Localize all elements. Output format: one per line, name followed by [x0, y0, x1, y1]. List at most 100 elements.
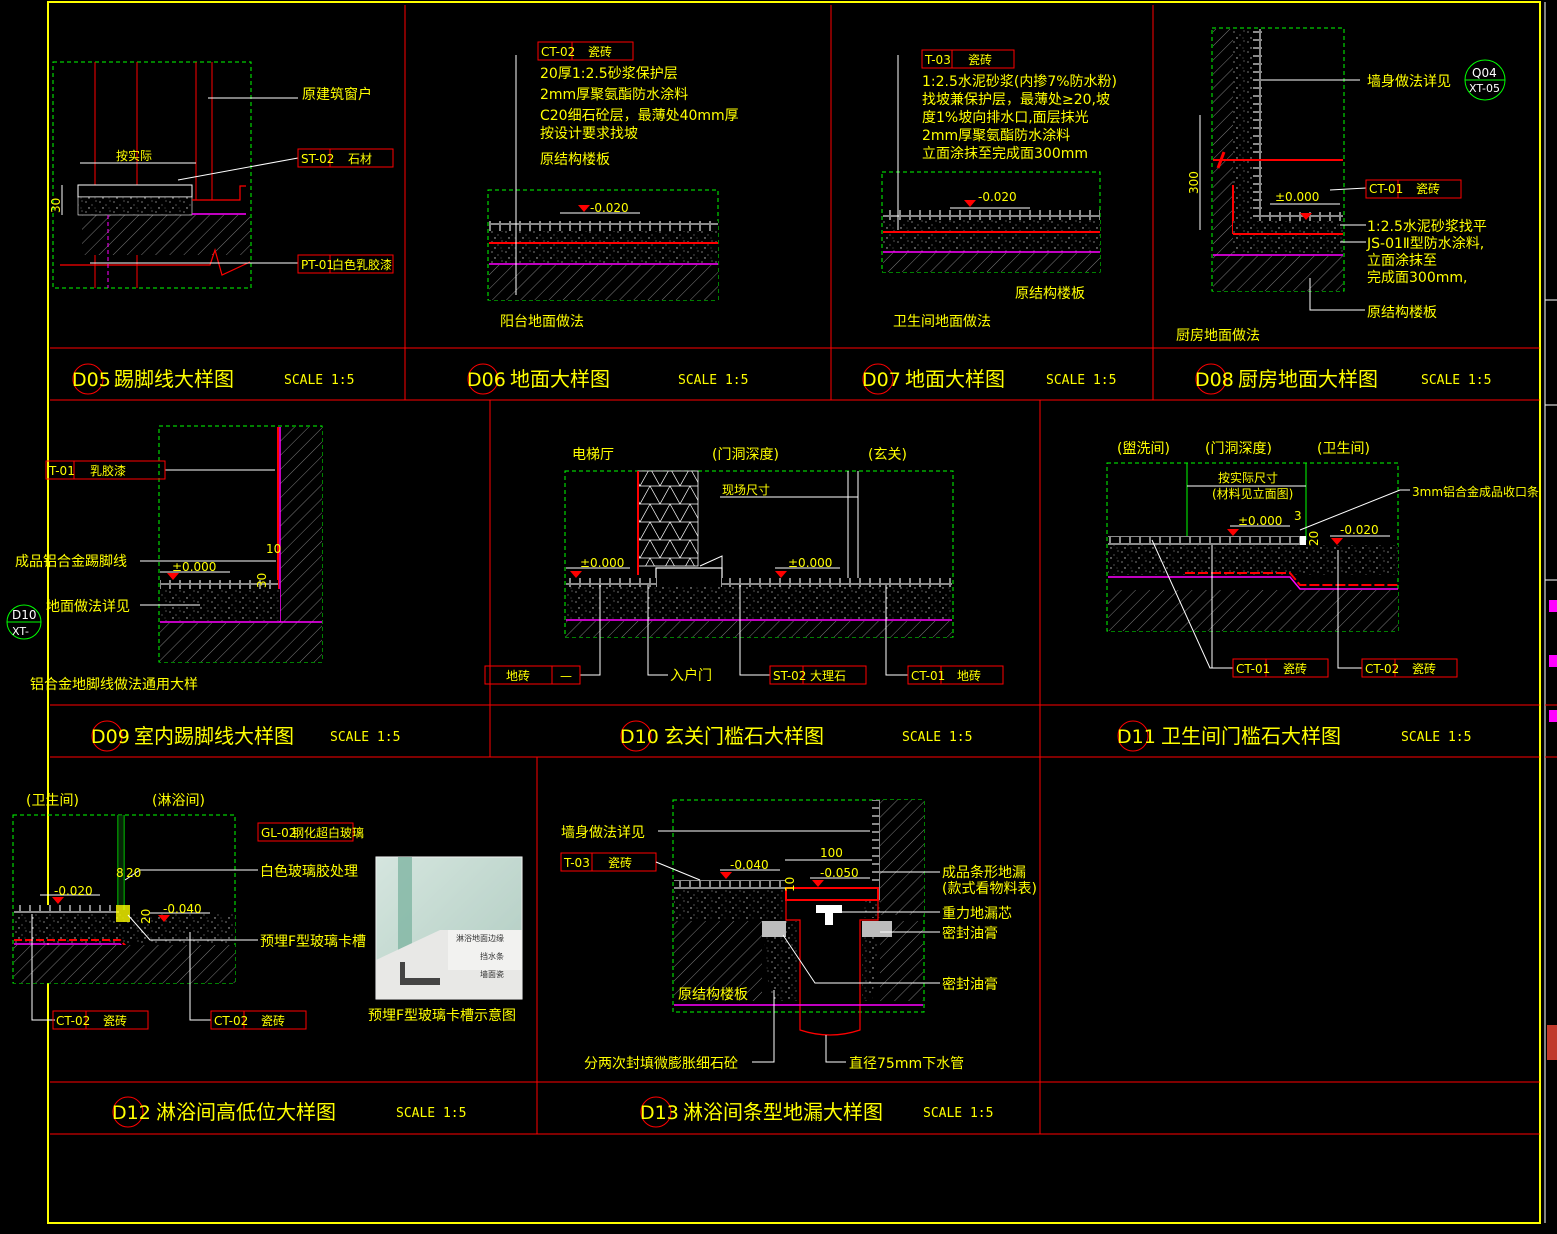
pt-code: PT-01 — [301, 258, 334, 272]
lobby-label: 电梯厅 — [572, 447, 614, 463]
panel-scale: SCALE 1:5 — [330, 730, 400, 745]
slab-label: 原结构楼板 — [678, 987, 748, 1003]
panel-title: 淋浴间条型地漏大样图 — [683, 1100, 883, 1124]
layer-5: 原结构楼板 — [540, 152, 610, 168]
detail-d05: 按实际 30 原建筑窗户 ST-02 石材 PT-01 白色乳胶漆 — [49, 61, 394, 289]
panel-title: 玄关门槛石大样图 — [664, 724, 824, 748]
layer-1: 1:2.5水泥砂浆找平 — [1367, 219, 1487, 235]
ct2-name: 瓷砖 — [1412, 661, 1436, 676]
title-d08: D08 厨房地面大样图 SCALE 1:5 — [1195, 363, 1491, 395]
dim-30: 30 — [255, 573, 269, 588]
st-code: ST-02 — [773, 669, 806, 683]
dim-3: 3 — [1294, 509, 1302, 523]
ct-name: 瓷砖 — [1416, 181, 1440, 196]
caption: 厨房地面做法 — [1176, 328, 1260, 344]
layer-5: 立面涂抹至完成面300mm — [922, 146, 1088, 162]
foyer-label: (玄关) — [868, 446, 907, 463]
wall-label: 墙身做法详见 — [1367, 74, 1451, 90]
layer-4: 2mm厚聚氨酯防水涂料 — [922, 128, 1070, 144]
t-name: 瓷砖 — [608, 855, 632, 870]
panel-title: 室内踢脚线大样图 — [134, 724, 294, 748]
dim-300: 300 — [1187, 171, 1201, 194]
ref-top: Q04 — [1472, 66, 1497, 80]
pipe-label: 直径75mm下水管 — [849, 1055, 964, 1072]
title-d09: D09 室内踢脚线大样图 SCALE 1:5 — [91, 720, 400, 752]
floor-label: 地面做法详见 — [46, 599, 130, 615]
slab-label: 原结构楼板 — [1367, 305, 1437, 321]
panel-code: D09 — [91, 726, 130, 748]
title-d07: D07 地面大样图 SCALE 1:5 — [862, 363, 1116, 395]
by-actual-label: 按实际 — [116, 148, 152, 163]
level-1: ±0.000 — [580, 556, 624, 570]
wc-label: (卫生间) — [26, 793, 79, 809]
ct-code: CT-02 — [541, 45, 575, 59]
depth-label: (门洞深度) — [712, 447, 779, 463]
panel-title: 地面大样图 — [905, 367, 1005, 391]
caption: 阳台地面做法 — [500, 314, 584, 330]
dim-20: 20 — [1307, 531, 1321, 546]
level-2: -0.020 — [1340, 523, 1379, 537]
title-d12: D12 淋浴间高低位大样图 SCALE 1:5 — [112, 1096, 466, 1128]
st-name: 石材 — [348, 152, 372, 166]
photo-label-3: 墙面瓷 — [480, 969, 504, 979]
level-2: -0.050 — [820, 866, 859, 880]
ct1-name: 瓷砖 — [1283, 661, 1307, 676]
level-label: -0.020 — [590, 201, 629, 215]
photo-label-2: 挡水条 — [480, 951, 504, 961]
gl-name: 钢化超白玻璃 — [292, 825, 364, 840]
panel-scale: SCALE 1:5 — [284, 373, 354, 388]
ref-top: D10 — [12, 608, 37, 622]
seal-label-2: 密封油膏 — [942, 976, 998, 993]
title-d13: D13 淋浴间条型地漏大样图 SCALE 1:5 — [640, 1096, 993, 1128]
dim-10: 10 — [783, 877, 797, 892]
dim-20a: 20 — [126, 866, 141, 880]
seal-label-1: 密封油膏 — [942, 925, 998, 942]
panel-title: 淋浴间高低位大样图 — [156, 1100, 336, 1124]
strip-label: 3mm铝合金成品收口条 — [1412, 484, 1539, 499]
wash-label: (盥洗间) — [1117, 441, 1170, 457]
window-label: 原建筑窗户 — [302, 86, 372, 103]
photo-label-1: 淋浴地面边缘 — [456, 933, 504, 943]
detail-d12: (卫生间) (淋浴间) GL-02 钢化超白玻璃 白色玻璃胶处理 预埋F型玻璃卡… — [12, 793, 366, 1030]
core-label: 重力地漏芯 — [942, 906, 1012, 922]
layer-2: 找坡兼保护层，最薄处≥20,坡 — [922, 92, 1110, 108]
detail-d10: 现场尺寸 电梯厅 (门洞深度) (玄关) ±0.000 ±0.000 地砖 — … — [484, 446, 1004, 685]
panel-code: D12 — [112, 1102, 151, 1124]
layer-3: C20细石砼层，最薄处40mm厚 — [540, 108, 739, 124]
slab-label: 原结构楼板 — [1015, 286, 1085, 302]
detail-d06: -0.020 CT-02 瓷砖 20厚1:2.5砂浆保护层 2mm厚聚氨酯防水涂… — [487, 41, 739, 330]
caption: 铝合金地脚线做法通用大样 — [30, 677, 198, 693]
gl-code: GL-02 — [261, 826, 296, 840]
ct-code: CT-01 — [1369, 182, 1403, 196]
layer-4: 按设计要求找坡 — [540, 126, 638, 142]
t-code: T-03 — [924, 53, 951, 67]
ct2-code: CT-02 — [214, 1014, 248, 1028]
panel-title: 地面大样图 — [510, 367, 610, 391]
dim-20b: 20 — [139, 909, 153, 924]
detail-d08: 300 墙身做法详见 Q04 XT-05 ±0.000 CT-01 瓷砖 1:2… — [1176, 27, 1506, 344]
ref-bottom: XT-05 — [1469, 82, 1500, 95]
t-code: T-01 — [48, 464, 75, 478]
layer-3: 度1%坡向排水口,面层抹光 — [922, 110, 1089, 126]
level-1: ±0.000 — [1238, 514, 1282, 528]
dim-100: 100 — [820, 846, 843, 860]
ct2-code: CT-02 — [1365, 662, 1399, 676]
ct-code: CT-01 — [911, 669, 945, 683]
caption: 卫生间地面做法 — [893, 314, 991, 330]
panel-scale: SCALE 1:5 — [1046, 373, 1116, 388]
dim-8: 8 — [116, 866, 124, 880]
ct2-name: 瓷砖 — [261, 1013, 285, 1028]
fill-label: 分两次封填微膨胀细石砼 — [584, 1055, 738, 1072]
layer-4: 完成面300mm, — [1367, 270, 1467, 286]
panel-code: D11 — [1117, 726, 1156, 748]
dim-30: 30 — [49, 198, 63, 213]
panel-scale: SCALE 1:5 — [396, 1106, 466, 1121]
panel-scale: SCALE 1:5 — [1421, 373, 1491, 388]
panel-code: D06 — [467, 369, 506, 391]
tile1-label: 地砖 — [506, 668, 530, 683]
wall-label: 墙身做法详见 — [561, 825, 645, 841]
groove-photo: 淋浴地面边缘 挡水条 墙面瓷 预埋F型玻璃卡槽示意图 — [368, 856, 523, 1024]
layer-2: JS-01Ⅱ型防水涂料, — [1366, 236, 1484, 252]
panel-scale: SCALE 1:5 — [902, 730, 972, 745]
